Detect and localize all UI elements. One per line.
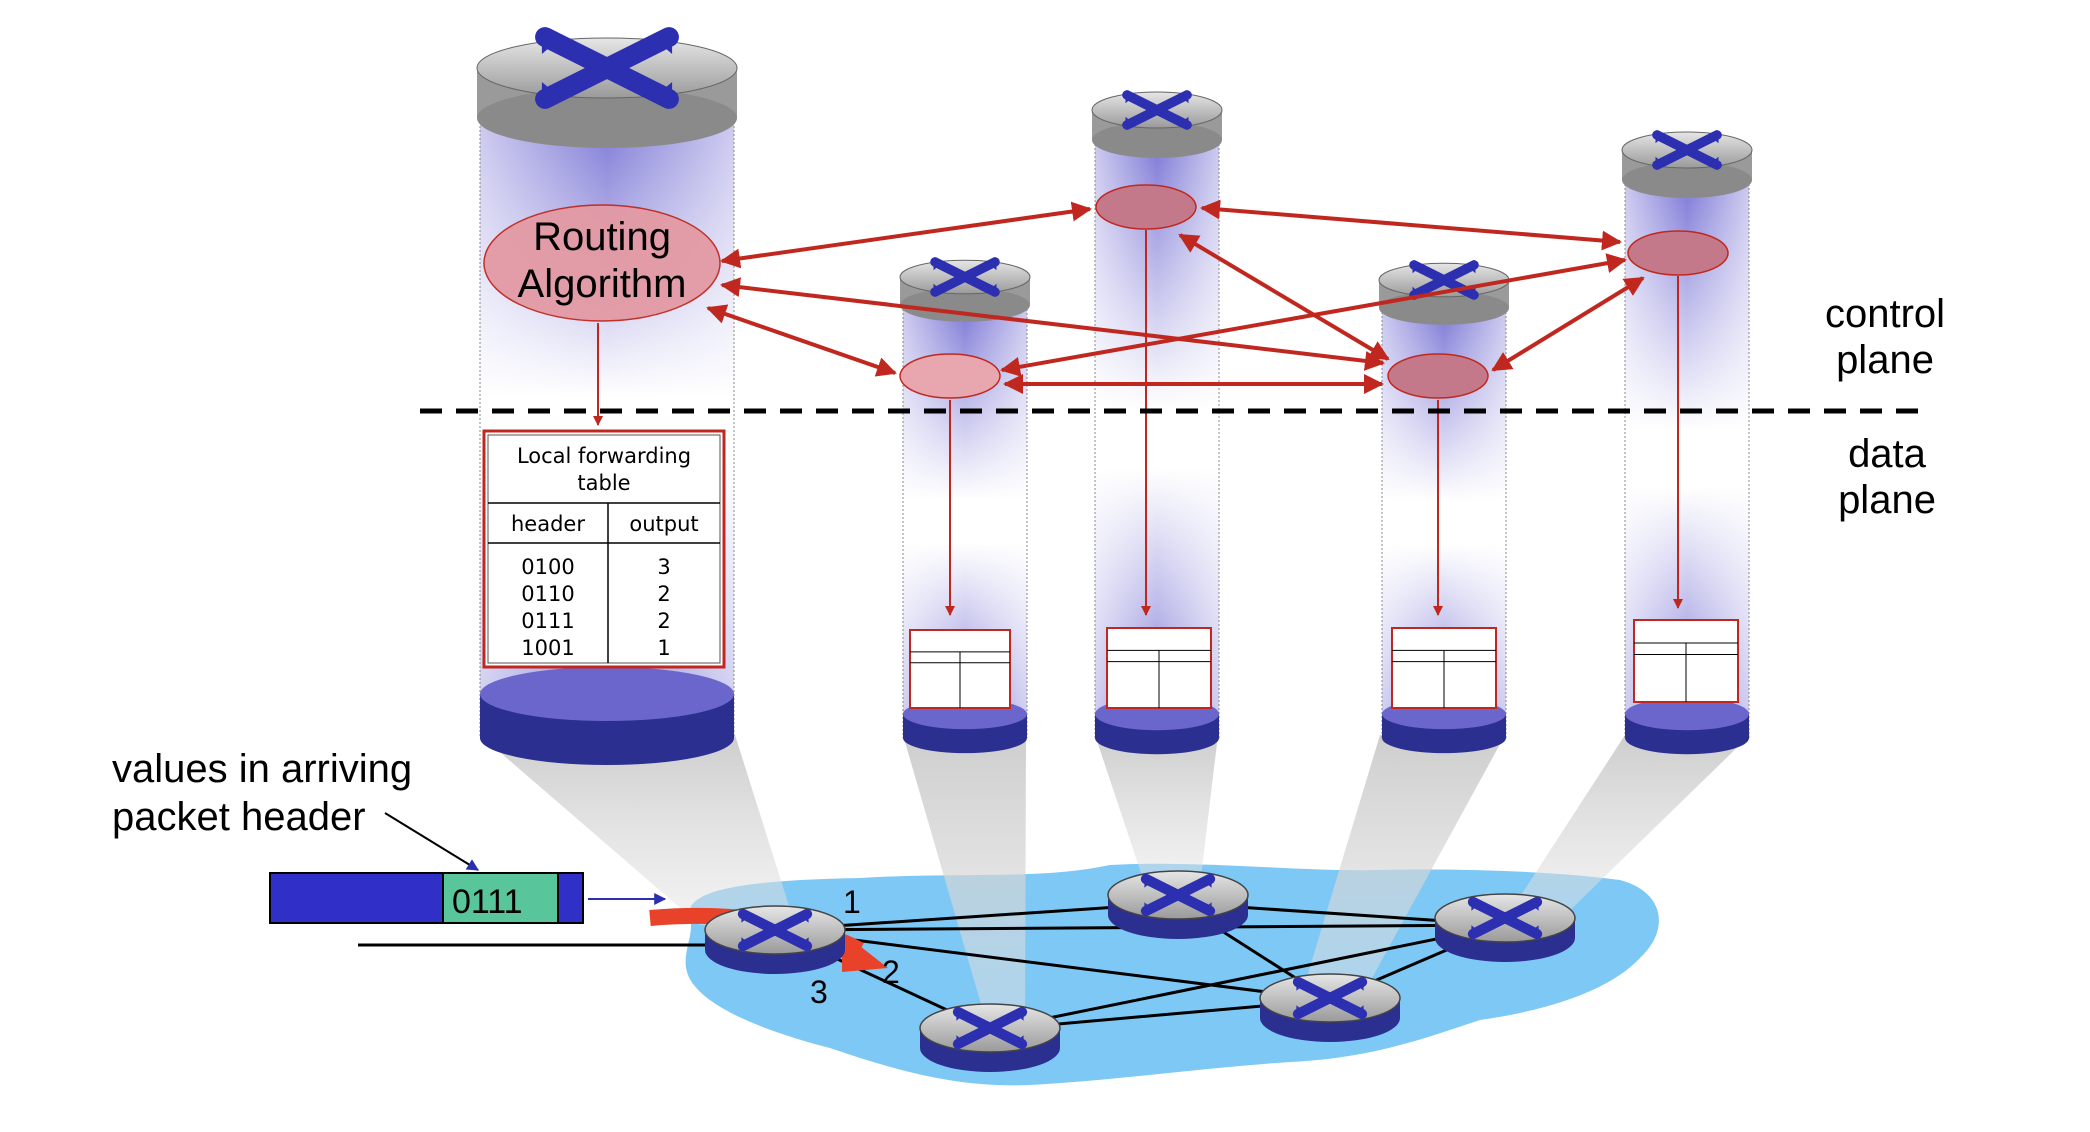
router-x-icon (1467, 896, 1543, 940)
routing-algorithm-ellipse (483, 204, 721, 322)
forwarding-path-arrowhead (842, 932, 888, 972)
table-title-line1: Local forwarding (517, 444, 691, 468)
table-cell-header: 0110 (521, 582, 574, 606)
beam-router-a (480, 735, 795, 925)
table-col-output: output (629, 512, 698, 536)
packet-header-field (442, 872, 559, 924)
table-cell-output: 3 (657, 555, 670, 579)
beam-router-e (1505, 735, 1750, 920)
control-plane-label-line2: plane (1836, 338, 1934, 382)
router-x-icon (535, 27, 679, 109)
control-plane-label-line1: control (1825, 292, 1945, 336)
control-agent-b (1095, 184, 1197, 230)
small-forwarding-table (1633, 619, 1739, 703)
table-cell-output: 2 (657, 609, 670, 633)
routers (704, 870, 1576, 1072)
router-c (1434, 893, 1576, 962)
small-forwarding-table (1106, 627, 1212, 709)
table-title-line2: table (577, 471, 630, 495)
column-d (1621, 130, 1753, 755)
port-label-1: 1 (843, 884, 861, 920)
callout-line (384, 812, 480, 871)
table-cell-header: 1001 (521, 636, 574, 660)
small-forwarding-table (1391, 627, 1497, 709)
header-value: 0111 (452, 883, 523, 921)
beam-router-b (903, 735, 1026, 1035)
table-col-header: header (511, 512, 585, 536)
routing-algorithm-line1: Routing (533, 215, 671, 259)
table-cell-header: 0111 (521, 609, 574, 633)
data-plane-label-line2: plane (1838, 478, 1936, 522)
port-label-3: 3 (810, 974, 828, 1010)
arriving-packet: 0111 (269, 872, 584, 924)
router-x-icon (1292, 976, 1368, 1020)
beam-router-c (1095, 735, 1218, 885)
control-agent-c (1387, 353, 1489, 399)
values-label-line2: packet header (112, 795, 366, 839)
table-cell-header: 0100 (521, 555, 574, 579)
table-install-arrows (593, 230, 1683, 616)
port-label-2: 2 (882, 954, 900, 990)
router-a (704, 905, 846, 974)
table-cell-output: 1 (657, 636, 670, 660)
router-b (1107, 870, 1249, 939)
beam-router-d (1300, 735, 1505, 1000)
router-x-icon (952, 1006, 1028, 1050)
table-cell-output: 2 (657, 582, 670, 606)
control-agent-d (1627, 230, 1729, 276)
data-plane-label-line1: data (1848, 432, 1927, 476)
column-c (1378, 260, 1510, 754)
control-agent-a (899, 353, 1001, 399)
local-forwarding-table: Local forwarding table header output 010… (482, 429, 726, 669)
router-x-icon (1122, 90, 1192, 130)
values-label-line1: values in arriving (112, 747, 412, 791)
router-x-icon (737, 908, 813, 952)
routing-algorithm-line2: Algorithm (518, 262, 687, 306)
router-x-icon (1140, 873, 1216, 917)
router-e (919, 1003, 1061, 1072)
router-x-icon (1652, 130, 1722, 170)
small-forwarding-table (909, 629, 1011, 709)
router-d (1259, 973, 1401, 1042)
control-plane-arrows (706, 199, 1645, 394)
column-a (899, 257, 1031, 754)
